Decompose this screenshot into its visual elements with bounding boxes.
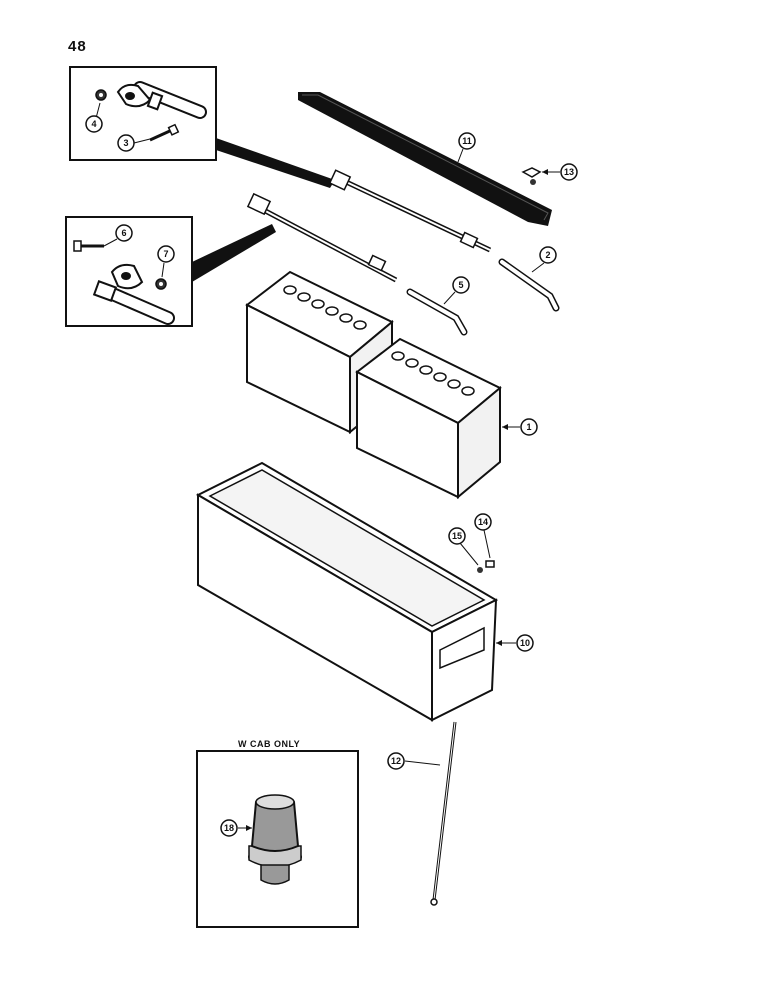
callout-14: 14 xyxy=(474,513,492,531)
callout-18: 18 xyxy=(220,819,238,837)
svg-text:14: 14 xyxy=(478,517,488,527)
callout-5: 5 xyxy=(452,276,470,294)
svg-text:11: 11 xyxy=(462,136,472,146)
svg-text:13: 13 xyxy=(564,167,574,177)
callout-13: 13 xyxy=(560,163,578,181)
callout-4: 4 xyxy=(85,115,103,133)
svg-text:12: 12 xyxy=(391,756,401,766)
svg-text:2: 2 xyxy=(545,250,550,260)
cab-only-label: W CAB ONLY xyxy=(238,739,301,749)
inset-terminal-bottom xyxy=(65,216,276,327)
svg-text:7: 7 xyxy=(163,249,168,259)
battery-rear xyxy=(245,270,394,435)
svg-text:5: 5 xyxy=(458,280,463,290)
svg-text:4: 4 xyxy=(91,119,96,129)
callout-11: 11 xyxy=(458,132,476,150)
callout-15: 15 xyxy=(448,527,466,545)
cable-upper xyxy=(328,169,560,312)
callout-3: 3 xyxy=(117,134,135,152)
callout-10: 10 xyxy=(516,634,534,652)
svg-text:15: 15 xyxy=(452,531,462,541)
callout-6: 6 xyxy=(115,224,133,242)
callout-12: 12 xyxy=(387,752,405,770)
battery-box xyxy=(195,461,516,722)
cable-lower xyxy=(246,192,468,336)
svg-text:18: 18 xyxy=(224,823,234,833)
callout-1: 1 xyxy=(520,418,538,436)
callout-7: 7 xyxy=(157,245,175,263)
inset-cab-switch xyxy=(196,750,359,928)
inset-terminal-top xyxy=(69,66,335,188)
page-number: 48 xyxy=(68,38,87,55)
svg-text:3: 3 xyxy=(123,138,128,148)
hold-down-strap xyxy=(298,92,552,226)
callout-2: 2 xyxy=(539,246,557,264)
svg-text:6: 6 xyxy=(121,228,126,238)
battery-front xyxy=(355,337,520,500)
rod xyxy=(404,721,457,906)
wing-nut xyxy=(521,167,560,185)
screw-and-nut xyxy=(459,529,495,573)
svg-text:10: 10 xyxy=(520,638,530,648)
svg-text:1: 1 xyxy=(526,422,531,432)
